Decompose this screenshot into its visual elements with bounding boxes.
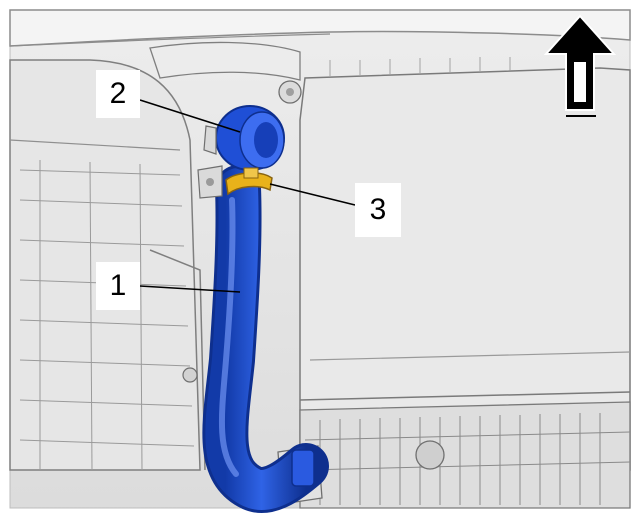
cover-vents-top <box>329 57 511 76</box>
leader-line-1 <box>139 285 241 293</box>
housing-side <box>149 249 206 471</box>
bracket-bolt <box>206 178 214 186</box>
upper-duct <box>149 41 301 81</box>
housing-ribs <box>19 160 195 471</box>
upper-bracket <box>203 125 217 155</box>
cover-line <box>309 351 631 361</box>
up-arrow-icon <box>543 14 617 117</box>
callout-1: 1 <box>96 262 140 310</box>
cowl-edge <box>9 33 331 47</box>
leader-line-3 <box>269 183 356 206</box>
mount-bolt-center <box>286 88 294 96</box>
grille-slats <box>304 413 631 505</box>
bolt <box>182 367 198 383</box>
hose-clamp <box>225 172 273 196</box>
coolant-hose <box>205 168 326 510</box>
hose-highlight <box>218 197 239 477</box>
callout-2: 2 <box>96 70 140 118</box>
callout-3: 3 <box>355 183 401 237</box>
upper-fitting-opening <box>254 122 278 158</box>
hose-lower-end <box>291 449 315 487</box>
clamp-tab <box>243 167 259 179</box>
housing-line <box>9 139 181 151</box>
sensor-connector <box>415 440 445 470</box>
cover-lower-edge <box>299 391 631 401</box>
leader-line-2 <box>139 99 241 133</box>
